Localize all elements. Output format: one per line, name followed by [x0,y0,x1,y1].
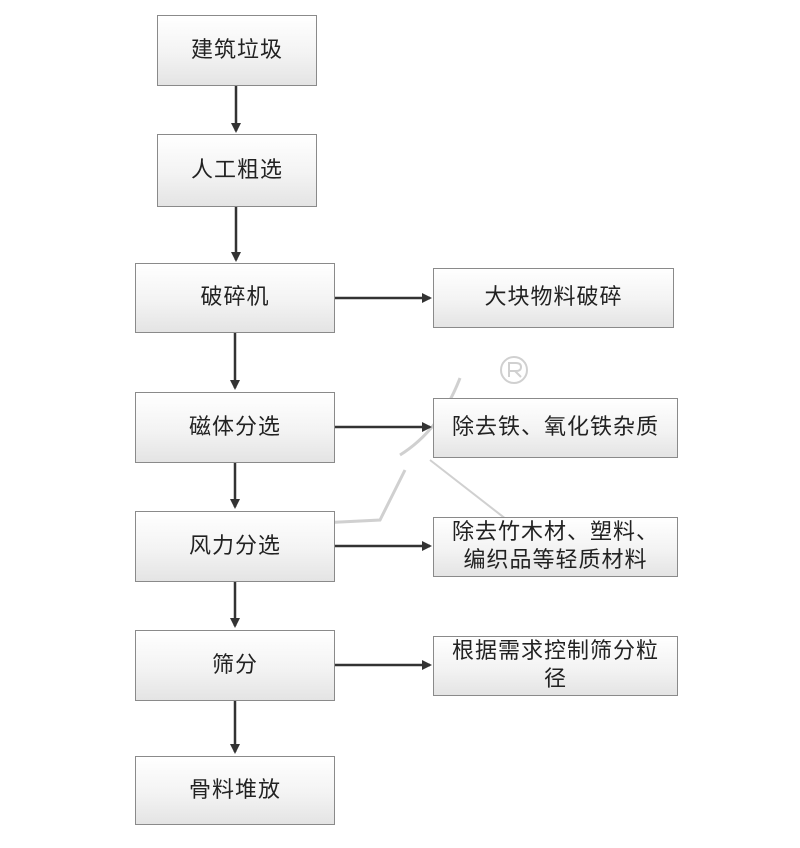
step-label: 风力分选 [188,533,281,559]
step-label: 建筑垃圾 [190,37,283,63]
note-remove-light-materials: 除去竹木材、塑料、 编织品等轻质材料 [433,517,678,577]
step-screening: 筛分 [135,630,335,701]
step-wind-separation: 风力分选 [135,511,335,582]
note-remove-iron: 除去铁、氧化铁杂质 [433,398,678,458]
step-label: 破碎机 [200,285,270,310]
note-line: 除去竹木材、塑料、 [451,520,659,545]
note-line: 大块物料破碎 [484,285,623,310]
note-line: 根据需求控制筛分粒 [451,639,659,664]
note-line: 编织品等轻质材料 [463,548,648,573]
step-manual-sorting: 人工粗选 [157,134,317,207]
note-line: 径 [543,667,567,692]
step-label: 磁体分选 [188,414,281,440]
step-construction-waste: 建筑垃圾 [157,15,317,86]
step-label: 筛分 [211,652,258,678]
note-control-screen-size: 根据需求控制筛分粒 径 [433,636,678,696]
step-aggregate-stockpile: 骨料堆放 [135,756,335,825]
step-magnetic-separation: 磁体分选 [135,392,335,463]
step-label: 骨料堆放 [188,777,281,803]
note-line: 除去铁、氧化铁杂质 [451,415,659,440]
step-crusher: 破碎机 [135,263,335,333]
note-large-material-crushing: 大块物料破碎 [433,268,674,328]
registered-mark-icon [500,356,528,384]
step-label: 人工粗选 [190,157,283,183]
